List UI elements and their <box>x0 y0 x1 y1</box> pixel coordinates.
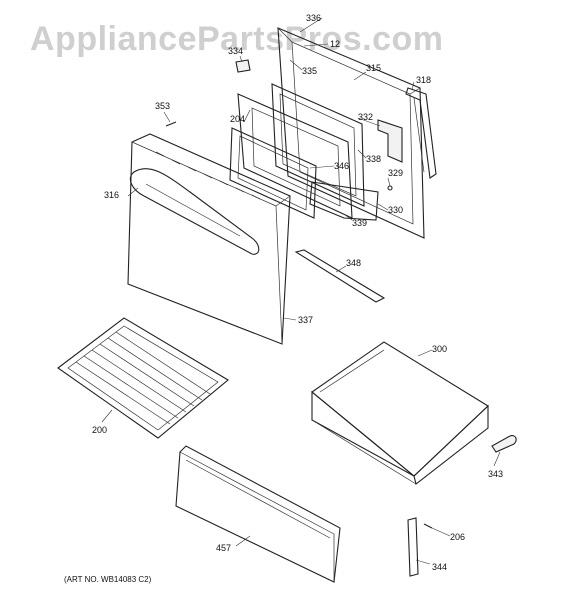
leader-lines <box>101 17 501 565</box>
callout-337: 337 <box>298 315 313 325</box>
callout-457: 457 <box>216 543 231 553</box>
callout-348: 348 <box>346 258 361 268</box>
part-348-strip <box>294 249 386 303</box>
art-number: (ART NO. WB14083 C2) <box>64 575 152 584</box>
part-300-storage-drawer <box>311 341 489 485</box>
callout-315: 315 <box>366 63 381 73</box>
callout-332: 332 <box>358 112 373 122</box>
part-316-door-handle <box>129 168 260 255</box>
callout-343: 343 <box>488 469 503 479</box>
callout-336: 336 <box>306 13 321 23</box>
callout-334: 334 <box>228 46 243 56</box>
callout-353: 353 <box>155 101 170 111</box>
part-344-drawer-rail <box>407 517 419 577</box>
part-315-door-frame <box>277 27 425 239</box>
part-204-door-liner <box>237 93 353 219</box>
callout-316: 316 <box>104 190 119 200</box>
callout-labels: 336 12 334 335 315 318 353 204 332 346 3… <box>92 13 503 572</box>
callout-339: 339 <box>352 218 367 228</box>
callout-318: 318 <box>416 75 431 85</box>
part-338-inner-glass <box>271 83 365 207</box>
callout-344: 344 <box>432 562 447 572</box>
part-334-clip <box>235 59 251 73</box>
part-339-insulation <box>309 181 379 221</box>
callout-335: 335 <box>302 66 317 76</box>
part-353-screw <box>165 121 177 127</box>
part-337-outer-door-panel <box>127 133 291 345</box>
part-343-glide <box>491 435 517 453</box>
part-318-hinge-bracket <box>405 87 437 179</box>
callout-300: 300 <box>432 344 447 354</box>
callout-338: 338 <box>366 154 381 164</box>
callout-330: 330 <box>388 205 403 215</box>
part-346-window-glass <box>229 127 317 219</box>
callout-346: 346 <box>334 161 349 171</box>
part-200-oven-rack <box>57 317 229 439</box>
part-332-hinge <box>377 119 403 163</box>
callout-206: 206 <box>450 532 465 542</box>
watermark: AppliancePartsPros.com <box>30 20 443 58</box>
part-457-drawer-front <box>175 445 341 583</box>
callout-200: 200 <box>92 425 107 435</box>
part-206-screw <box>423 523 433 529</box>
callout-204: 204 <box>230 114 245 124</box>
callout-12: 12 <box>330 39 340 49</box>
callout-329: 329 <box>388 168 403 178</box>
vent-slots <box>155 151 261 200</box>
part-329-screw <box>387 185 393 191</box>
